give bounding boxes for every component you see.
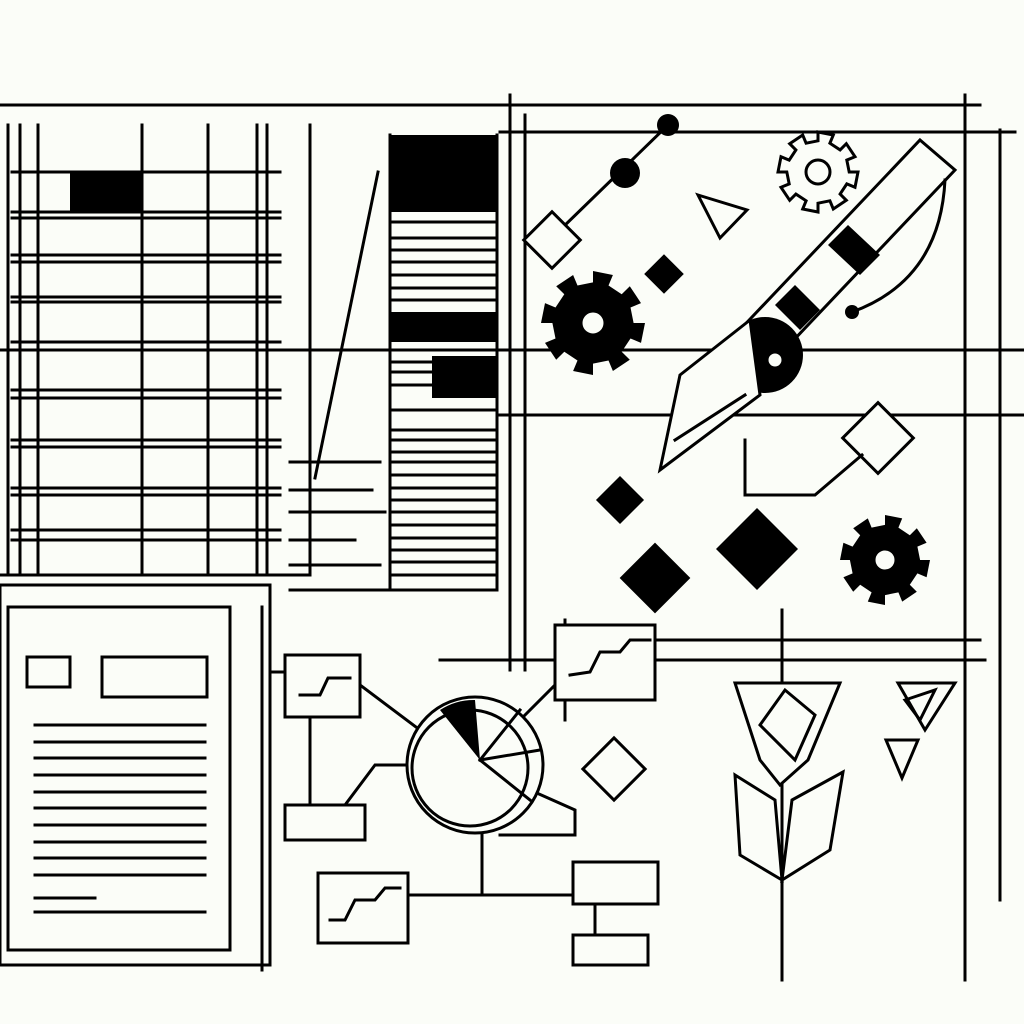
gear-icon	[840, 515, 930, 605]
diamond-icon	[619, 542, 691, 614]
highlighted-cell	[70, 172, 142, 212]
flow-diagram	[268, 623, 660, 967]
gear-hole	[804, 158, 832, 186]
line-chart-icon	[328, 886, 402, 922]
crystal-facet	[758, 687, 817, 763]
connector	[743, 438, 865, 497]
triangle-icon	[695, 192, 750, 241]
pie-divider	[477, 707, 523, 763]
panel-inner	[6, 605, 232, 952]
flow-box	[283, 803, 367, 842]
pen-band	[775, 285, 820, 330]
flow-box-chart	[553, 623, 657, 702]
diamond-icon	[595, 475, 645, 525]
pie-divider	[478, 748, 542, 762]
connector	[357, 682, 423, 733]
crystal	[732, 681, 843, 788]
pen-joint-hole	[765, 350, 785, 370]
gear-hole	[872, 547, 898, 573]
diamond-icon	[715, 507, 799, 591]
pie-divider	[477, 757, 533, 803]
diamond-icon	[580, 735, 648, 803]
panel-outer	[0, 583, 272, 967]
pen-nib-line	[672, 392, 748, 443]
crystal	[780, 769, 845, 883]
flow-box	[571, 860, 660, 906]
connector	[342, 763, 412, 808]
decor-shapes	[521, 114, 916, 803]
gear-body	[776, 130, 860, 214]
line-chart-icon	[568, 638, 652, 677]
crystal-shapes	[732, 608, 958, 982]
flow-box	[571, 933, 650, 967]
pen-icon	[657, 137, 958, 474]
spreadsheet-table	[0, 123, 312, 577]
grid-lines	[0, 93, 1024, 982]
line-chart-icon	[298, 676, 352, 697]
triangle-icon	[883, 738, 921, 782]
connector	[498, 788, 577, 837]
flow-box-chart	[283, 653, 362, 719]
header-block	[390, 135, 497, 212]
diamond-icon	[644, 254, 684, 294]
panel-field	[100, 655, 209, 699]
document-column	[288, 133, 499, 592]
panel-text-lines	[33, 723, 207, 914]
connector	[517, 677, 563, 723]
gears	[541, 130, 930, 605]
document-panel	[0, 583, 272, 972]
node-dot	[610, 158, 640, 188]
pie-chart-icon	[405, 695, 545, 835]
diagonal-line	[313, 170, 380, 480]
gear-hole	[579, 309, 607, 337]
pen-clip	[850, 178, 947, 314]
pie-slice	[440, 699, 480, 760]
section-block	[390, 312, 497, 342]
diamond-icon	[521, 209, 583, 271]
pie-outer	[405, 695, 545, 835]
gear-icon	[776, 130, 860, 214]
gear-icon	[541, 271, 645, 375]
panel-button	[25, 655, 72, 689]
node-dot	[657, 114, 679, 136]
pen-clip-dot	[845, 305, 859, 319]
pen-band	[828, 225, 880, 275]
crystal-facet	[902, 687, 938, 723]
flow-box-chart	[316, 871, 410, 945]
